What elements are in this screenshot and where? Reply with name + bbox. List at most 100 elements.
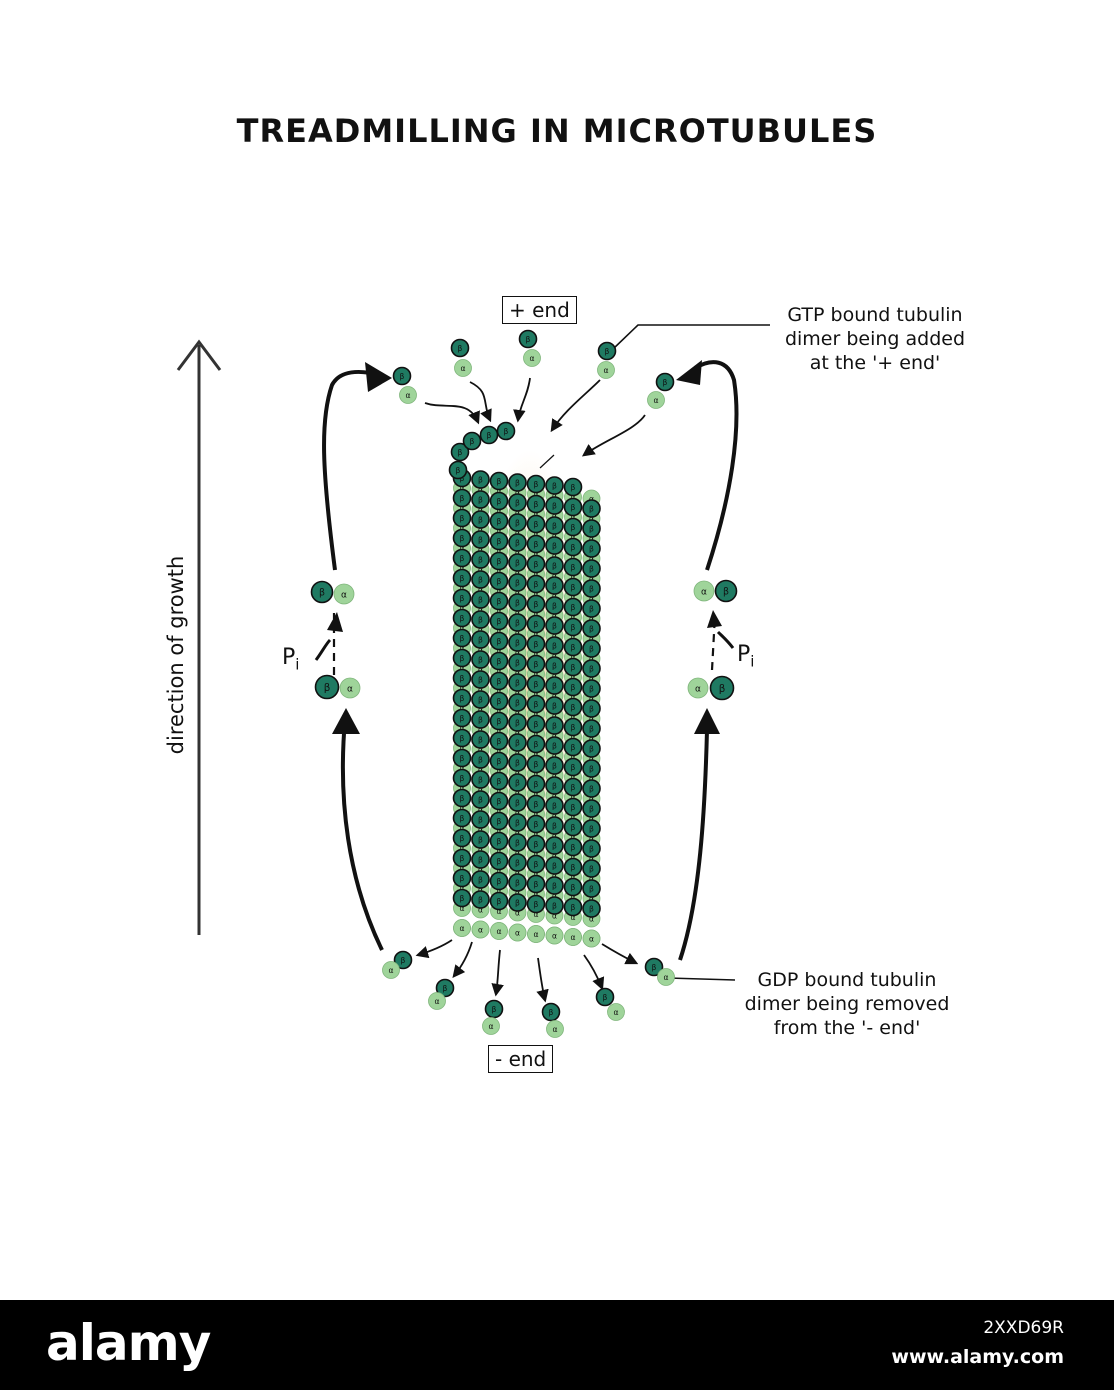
svg-text:β: β <box>515 558 520 567</box>
svg-text:β: β <box>571 723 576 732</box>
alpha-tubulin: α <box>428 992 446 1010</box>
beta-tubulin: β <box>595 987 615 1007</box>
beta-tubulin: β <box>452 488 472 508</box>
beta-tubulin: β <box>545 876 564 895</box>
beta-tubulin: β <box>471 510 490 529</box>
svg-text:α: α <box>589 874 594 883</box>
svg-text:α: α <box>552 651 557 660</box>
svg-text:α: α <box>552 531 557 540</box>
beta-tubulin: β <box>452 728 472 748</box>
svg-text:α: α <box>478 665 483 674</box>
beta-tubulin: β <box>526 714 546 734</box>
svg-text:α: α <box>515 788 520 797</box>
svg-text:α: α <box>515 588 520 597</box>
svg-text:β: β <box>663 378 668 387</box>
svg-text:α: α <box>589 514 594 523</box>
svg-text:β: β <box>534 500 539 509</box>
beta-tubulin: β <box>452 808 472 828</box>
svg-text:β: β <box>571 783 576 792</box>
beta-tubulin: β <box>471 570 490 589</box>
svg-text:α: α <box>589 654 594 663</box>
beta-tubulin: β <box>545 536 564 555</box>
beta-tubulin: β <box>545 576 564 595</box>
beta-tubulin: β <box>526 654 546 674</box>
svg-text:α: α <box>701 588 707 598</box>
svg-text:β: β <box>460 494 465 503</box>
beta-tubulin: β <box>563 617 583 637</box>
beta-tubulin: β <box>508 813 527 832</box>
beta-tubulin: β <box>526 814 546 834</box>
svg-text:β: β <box>571 583 576 592</box>
svg-text:α: α <box>496 727 501 736</box>
svg-text:β: β <box>534 740 539 749</box>
svg-text:β: β <box>589 604 594 613</box>
beta-tubulin: β <box>508 633 527 652</box>
svg-text:α: α <box>552 731 557 740</box>
svg-text:β: β <box>603 993 608 1002</box>
svg-text:β: β <box>589 824 594 833</box>
svg-text:β: β <box>497 497 502 506</box>
beta-tubulin: β <box>545 696 564 715</box>
beta-tubulin: β <box>471 610 490 629</box>
beta-tubulin: β <box>545 656 564 675</box>
svg-text:β: β <box>723 587 729 598</box>
svg-text:α: α <box>589 554 594 563</box>
beta-tubulin: β <box>479 425 499 445</box>
beta-tubulin: β <box>526 474 546 494</box>
svg-text:β: β <box>589 644 594 653</box>
beta-tubulin: β <box>545 836 564 855</box>
svg-text:β: β <box>552 801 557 810</box>
beta-tubulin: β <box>489 511 509 531</box>
beta-tubulin: β <box>526 594 546 614</box>
svg-text:α: α <box>552 691 557 700</box>
svg-text:β: β <box>552 821 557 830</box>
svg-text:α: α <box>347 685 353 695</box>
svg-text:β: β <box>571 663 576 672</box>
svg-text:β: β <box>497 717 502 726</box>
beta-tubulin: β <box>471 670 490 689</box>
svg-text:β: β <box>460 794 465 803</box>
svg-text:α: α <box>552 931 557 940</box>
svg-text:β: β <box>478 715 483 724</box>
beta-tubulin: β <box>452 748 472 768</box>
svg-text:α: α <box>459 644 464 653</box>
svg-text:α: α <box>552 571 557 580</box>
alpha-tubulin: α <box>647 391 665 409</box>
beta-tubulin: β <box>452 868 472 888</box>
alpha-tubulin: α <box>564 928 582 946</box>
beta-tubulin: β <box>563 717 583 737</box>
svg-text:α: α <box>570 913 575 922</box>
beta-tubulin: β <box>450 442 470 462</box>
beta-tubulin: β <box>563 817 583 837</box>
svg-text:β: β <box>478 695 483 704</box>
beta-tubulin: β <box>582 539 601 558</box>
svg-text:β: β <box>534 620 539 629</box>
beta-tubulin: β <box>655 372 675 392</box>
direction-of-growth-label: direction of growth <box>164 555 188 755</box>
svg-text:α: α <box>478 545 483 554</box>
svg-text:β: β <box>470 437 475 446</box>
svg-text:α: α <box>552 831 557 840</box>
svg-text:α: α <box>533 590 538 599</box>
svg-text:α: α <box>515 668 520 677</box>
svg-text:β: β <box>497 777 502 786</box>
beta-tubulin: β <box>452 788 472 808</box>
svg-text:α: α <box>663 973 668 982</box>
svg-text:β: β <box>478 475 483 484</box>
svg-text:β: β <box>571 883 576 892</box>
beta-tubulin: β <box>471 630 490 649</box>
beta-tubulin: β <box>471 790 490 809</box>
svg-text:β: β <box>515 578 520 587</box>
beta-tubulin: β <box>545 556 564 575</box>
svg-text:β: β <box>534 800 539 809</box>
svg-text:α: α <box>515 928 520 937</box>
beta-tubulin: β <box>545 896 564 915</box>
svg-text:β: β <box>571 863 576 872</box>
svg-text:α: α <box>695 685 701 695</box>
pi-subscript: i <box>295 655 300 674</box>
gdp-annotation: GDP bound tubulin dimer being removed fr… <box>727 968 967 1040</box>
svg-text:β: β <box>534 780 539 789</box>
svg-text:α: α <box>533 490 538 499</box>
beta-tubulin: β <box>508 533 527 552</box>
beta-tubulin: β <box>489 691 509 711</box>
